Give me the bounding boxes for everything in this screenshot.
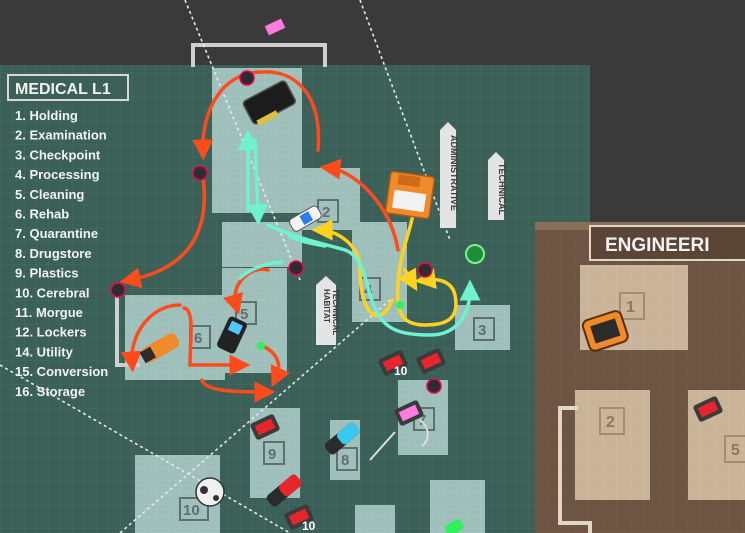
keycard-count: 10 <box>394 364 408 378</box>
sign-habitat: HABITAT <box>322 289 331 323</box>
svg-text:2: 2 <box>322 204 330 221</box>
svg-text:9: 9 <box>268 446 276 463</box>
keycard-icon[interactable] <box>692 395 723 422</box>
legend-item: 3. Checkpoint <box>15 147 101 162</box>
syringe-icon[interactable] <box>139 331 182 365</box>
engineering-room-numbers: 1 2 5 <box>599 292 745 463</box>
waypoint-icon[interactable] <box>465 244 485 264</box>
robot-icon[interactable] <box>195 477 225 507</box>
svg-text:2: 2 <box>606 414 615 431</box>
keycard-icon[interactable] <box>283 503 314 530</box>
sign-technical: TECHNICAL <box>497 163 507 215</box>
tool-icon[interactable] <box>369 419 429 461</box>
keycard-icon[interactable] <box>259 13 290 40</box>
legend-item: 5. Cleaning <box>15 187 84 202</box>
device-icon[interactable] <box>216 315 248 354</box>
legend-item: 12. Lockers <box>15 325 87 340</box>
legend-item: 11. Morgue <box>15 305 83 320</box>
corridor-signs: ADMINISTRATIVE TECHNICAL HABITAT TECHNIC… <box>316 122 507 345</box>
keycard-count: 10 <box>302 519 316 533</box>
legend-item: 14. Utility <box>15 344 74 359</box>
legend-item: 6. Rehab <box>15 207 69 222</box>
svg-text:5: 5 <box>240 306 248 323</box>
svg-text:5: 5 <box>731 442 740 459</box>
injector-icon[interactable] <box>288 205 323 233</box>
legend-item: 8. Drugstore <box>15 246 92 261</box>
keycard-icon[interactable] <box>393 399 424 426</box>
legend-item: 4. Processing <box>15 167 100 182</box>
legend-item: 1. Holding <box>15 108 78 123</box>
engineering-title-box: ENGINEERI <box>589 225 745 261</box>
turret-icon[interactable] <box>581 310 629 353</box>
legend-item: 15. Conversion <box>15 364 108 379</box>
engineering-title: ENGINEERI <box>605 235 710 256</box>
legend-item: 7. Quarantine <box>15 226 98 241</box>
svg-text:1: 1 <box>626 299 635 316</box>
sign-habitat-technical: TECHNICAL <box>331 289 340 335</box>
battery-icon[interactable] <box>242 80 298 128</box>
svg-text:7: 7 <box>418 412 426 429</box>
legend-item: 16. Storage <box>15 384 85 399</box>
keycard-icon[interactable] <box>415 347 446 374</box>
svg-text:6: 6 <box>194 330 202 347</box>
keycard-icon[interactable] <box>377 349 408 376</box>
svg-text:10: 10 <box>183 502 200 519</box>
floppy-disk-icon[interactable] <box>384 170 436 220</box>
hazard-markers <box>110 70 442 394</box>
legend-item: 2. Examination <box>15 128 107 143</box>
medical-title: MEDICAL L1 <box>15 81 111 98</box>
medical-title-box: MEDICAL L1 <box>7 74 129 101</box>
keycard-icon[interactable] <box>249 413 280 440</box>
yellow-route <box>311 203 458 327</box>
teal-route <box>237 129 481 337</box>
room-legend: 1. Holding 2. Examination 3. Checkpoint 4. … <box>15 108 108 399</box>
sign-administrative: ADMINISTRATIVE <box>449 135 459 211</box>
flashlight-icon[interactable] <box>265 473 303 508</box>
flashlight-icon[interactable] <box>323 421 361 456</box>
svg-text:3: 3 <box>478 322 486 339</box>
red-route <box>119 70 400 403</box>
svg-text:8: 8 <box>341 452 349 469</box>
legend-item: 10. Cerebral <box>15 285 89 300</box>
legend-item: 9. Plastics <box>15 266 79 281</box>
